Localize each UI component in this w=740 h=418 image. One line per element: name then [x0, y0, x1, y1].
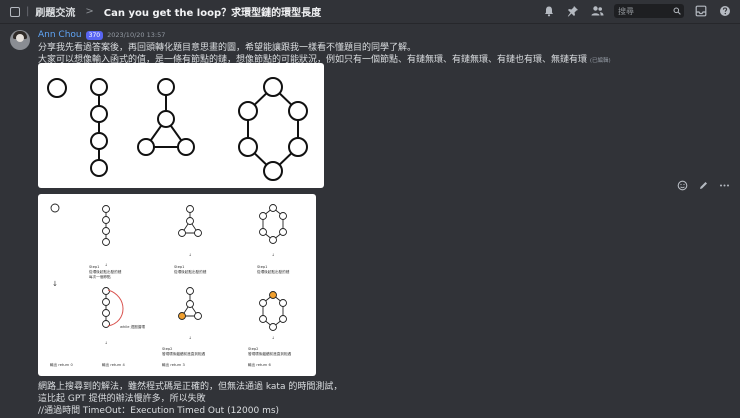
- message-line: 網路上搜尋到的解法，雖然程式碼是正確的，但無法通過 kata 的時間測試，: [38, 382, 343, 392]
- message-timestamp: 2023/10/20 13:57: [107, 31, 166, 39]
- svg-text:從環後起點出發的鏈: 從環後起點出發的鏈: [257, 269, 290, 274]
- attachment-image-steps[interactable]: ↓ ↓ ↓ ↓ Step1 從環後起點出發的鏈 每次一個節點 Step1 從環後…: [38, 194, 316, 376]
- search-icon: [673, 7, 681, 15]
- search-input[interactable]: 搜尋: [614, 4, 684, 18]
- svg-text:Step2: Step2: [248, 347, 258, 351]
- output-label: 輸出 return 4: [102, 362, 125, 367]
- chevron-right-icon: >: [85, 6, 94, 17]
- more-options-icon[interactable]: [719, 180, 730, 191]
- svg-text:每次一個節點: 每次一個節點: [89, 274, 111, 279]
- message-line: 這比起 GPT 提供的辦法慢許多，所以失敗: [38, 394, 206, 404]
- avatar-face: [16, 34, 24, 42]
- message-line: 大家可以想像輸入函式的值，是一條有節點的鏈，想像節點的可能狀況，例如只有一個節點…: [38, 52, 611, 65]
- inbox-icon[interactable]: [694, 4, 708, 18]
- linked-list-shapes-diagram: [47, 77, 308, 181]
- avatar[interactable]: [10, 30, 30, 50]
- help-icon[interactable]: [718, 4, 732, 18]
- while-note: while 迴圈循環: [120, 324, 145, 329]
- channel-header: | 刷題交流 > Can you get the loop？求環型鏈的環型長度 …: [0, 0, 740, 24]
- svg-text:Step2: Step2: [162, 347, 172, 351]
- output-label: 輸出 return 6: [248, 362, 271, 367]
- svg-text:↓: ↓: [271, 253, 274, 257]
- author-name[interactable]: Ann Chou: [38, 30, 82, 40]
- edit-icon[interactable]: [698, 180, 709, 191]
- svg-text:Step1: Step1: [257, 265, 267, 269]
- svg-text:↓: ↓: [52, 280, 58, 288]
- svg-text:↓: ↓: [188, 336, 191, 340]
- svg-text:↓: ↓: [271, 336, 274, 340]
- breadcrumb-forum[interactable]: 刷題交流: [35, 8, 76, 19]
- members-icon[interactable]: [590, 4, 604, 18]
- step-label: Step1: [89, 265, 99, 269]
- message-line: 分享我先看過答案後，再回頭轉化題目意思畫的圖，希望能讓跟我一樣看不懂題目的同學了…: [38, 43, 417, 53]
- thread-icon: [10, 6, 20, 17]
- search-placeholder: 搜尋: [618, 6, 634, 16]
- output-label: 輸出 return 3: [162, 362, 185, 367]
- svg-text:發現環後繼續前進直到相遇: 發現環後繼續前進直到相遇: [162, 351, 206, 356]
- edited-label: (已編輯): [589, 58, 611, 64]
- loop-steps-diagram: ↓ ↓ ↓ ↓ Step1 從環後起點出發的鏈 每次一個節點 Step1 從環後…: [50, 203, 292, 367]
- message-line: //通過時間 TimeOut：Execution Timed Out (1200…: [38, 406, 280, 416]
- bell-icon[interactable]: [542, 4, 556, 18]
- svg-text:從環後起點出發的鏈: 從環後起點出發的鏈: [174, 269, 207, 274]
- user-badge: 370: [85, 30, 104, 40]
- add-reaction-icon[interactable]: [677, 180, 688, 191]
- attachment-image-structures[interactable]: [38, 63, 324, 188]
- output-label: 輸出 return 0: [50, 362, 73, 367]
- svg-text:發現環後繼續前進直到相遇: 發現環後繼續前進直到相遇: [248, 351, 292, 356]
- svg-text:↓: ↓: [188, 253, 191, 257]
- svg-text:↓: ↓: [104, 341, 107, 345]
- message-actions: [677, 180, 730, 191]
- svg-text:↓: ↓: [104, 263, 107, 267]
- thread-title: Can you get the loop？求環型鏈的環型長度: [103, 8, 322, 19]
- message-line-text: 大家可以想像輸入函式的值，是一條有節點的鏈，想像節點的可能狀況，例如只有一個節點…: [38, 55, 588, 65]
- divider: |: [26, 6, 30, 17]
- pin-icon[interactable]: [566, 4, 580, 18]
- svg-text:Step1: Step1: [174, 265, 184, 269]
- message-header: Ann Chou 370 2023/10/20 13:57: [38, 30, 165, 40]
- svg-text:從環後起點出發的鏈: 從環後起點出發的鏈: [89, 269, 122, 274]
